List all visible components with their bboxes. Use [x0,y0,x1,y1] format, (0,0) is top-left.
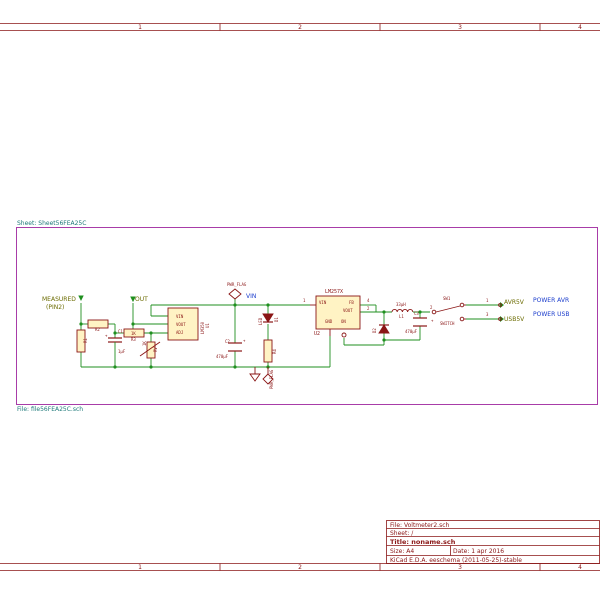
c3-val: 470µF [405,329,418,334]
u2-pin-vout: VOUT [343,308,353,313]
led-ref: LED [258,317,263,325]
u1-pin-vin: VIN [176,314,184,319]
l1-ref: L1 [399,314,404,319]
pwr-flag-vin[interactable]: PWR_FLAG [227,282,247,300]
resistor-r1[interactable]: R1 [76,329,88,353]
c1-ref: C1 [118,329,123,334]
resistor-r2[interactable]: R2 [87,319,109,332]
rv-ref: RV [153,347,158,352]
r4-ref: R4 [272,349,277,354]
junctions [79,303,422,369]
u1-val: LM350 [200,321,205,334]
tb-title-value: noname.sch [411,538,455,546]
u2-val: LM257X [325,289,343,295]
inductor-l1[interactable]: 33µH L1 [391,302,414,319]
frame-col-3-top: 3 [458,24,462,31]
capacitor-c2[interactable]: + C2 470µF [216,338,246,359]
pwr-flag-gnd-text: PWR_FLAG [269,369,274,389]
frame-col-1-top: 1 [138,24,142,31]
global-labels: MEASURED (PIN2) VOUT VIN AVR5V USB5V POW… [42,293,569,323]
u1-pin-vout: VOUT [176,322,186,327]
frame-col-3-bottom: 3 [458,564,462,571]
led-d1[interactable]: LED D1 [258,313,279,325]
label-avr5v: AVR5V [504,299,525,306]
label-vin: VIN [246,293,256,300]
frame-col-4-top: 4 [578,24,582,31]
sw-ref: SW1 [443,296,451,301]
svg-text:+: + [105,333,108,338]
tb-sheet: Sheet: / [390,530,414,537]
switch-sw1[interactable]: SW1 SWITCH 2 1 3 [430,296,502,326]
tb-size: Size: A4 [390,548,414,555]
u1-pin-adj: ADJ [176,330,183,335]
r1-ref: R1 [83,338,88,343]
hierarchical-sheet[interactable]: Sheet: Sheet56FEA25C File: file56FEA25C.… [16,220,598,413]
c1-val: 1µF [118,349,126,354]
capacitor-c3[interactable]: + C3 470µF [405,311,434,334]
frame-col-2-top: 2 [298,24,302,31]
resistor-r4[interactable]: R4 [263,339,277,363]
sw-val: SWITCH [440,321,455,326]
sw-pin3: 3 [486,312,489,317]
sw-pin1: 1 [486,298,489,303]
u2-pin-vin: VIN [319,300,327,305]
svg-text:+: + [431,318,434,323]
regulator-u1[interactable]: VIN VOUT ADJ LM350 U1 [167,307,210,341]
r2-ref: R2 [95,327,100,332]
label-power-avr: POWER AVR [533,297,569,304]
c3-ref: C3 [414,311,419,316]
label-pin2: (PIN2) [46,304,64,311]
resistor-r3[interactable]: 1K R3 [123,328,145,342]
c2-ref: C2 [225,339,230,344]
d2-val: D2 [372,328,377,333]
title-block: File: Voltmeter2.sch Sheet: / Title: non… [386,520,600,564]
ground-symbol[interactable]: PWR_FLAG [249,367,274,389]
vout-flag-icon [130,296,136,303]
label-usb5v: USB5V [504,316,525,323]
diode-d2[interactable]: D2 [372,324,390,334]
svg-text:+: + [243,338,246,343]
u2-ref: U2 [314,331,320,337]
tb-file: File: Voltmeter2.sch [390,522,449,529]
u2-pin2-num: 2 [367,306,370,311]
rv-val: 1K [142,341,147,346]
label-power-usb: POWER USB [533,311,569,318]
d1-ref: D1 [274,317,279,322]
u2-pin1-num: 1 [303,298,306,303]
tb-title-prefix: Title: [390,538,411,546]
r3-ref: R3 [131,337,136,342]
capacitor-c1[interactable]: + C1 1µF [105,329,126,356]
u2-pin-gnd: GND [325,319,333,324]
r3-val: 1K [131,331,136,336]
tb-kicad: KiCad E.D.A. eeschema (2011-05-25)-stabl… [390,557,522,564]
measured-flag-icon [78,295,84,302]
u2-pin4-num: 4 [367,298,370,303]
wires [80,299,502,368]
label-vout: VOUT [131,296,148,303]
potentiometer-rv[interactable]: RV 1K [139,341,161,359]
l1-val: 33µH [396,302,406,307]
frame-col-2-bottom: 2 [298,564,302,571]
u2-pin-on: ON [341,319,346,324]
label-measured: MEASURED [42,296,76,303]
tb-date: Date: 1 apr 2016 [453,548,504,555]
sheet-name: Sheet: Sheet56FEA25C [17,220,86,227]
frame-col-4-bottom: 4 [578,564,582,571]
tb-title: Title: noname.sch [390,538,456,546]
drawing-frame: 1 2 3 4 1 2 3 4 [0,23,600,571]
c2-val: 470µF [216,354,229,359]
u1-ref: U1 [205,323,210,328]
frame-col-1-bottom: 1 [138,564,142,571]
pwr-flag-vin-text: PWR_FLAG [227,282,247,287]
sheet-file: File: file56FEA25C.sch [17,406,83,413]
u2-pin-fb: FB [349,300,354,305]
regulator-u2[interactable]: LM257X VIN FB VOUT GND ON U2 1 4 2 [303,289,370,338]
sw-pin2: 2 [430,305,433,310]
